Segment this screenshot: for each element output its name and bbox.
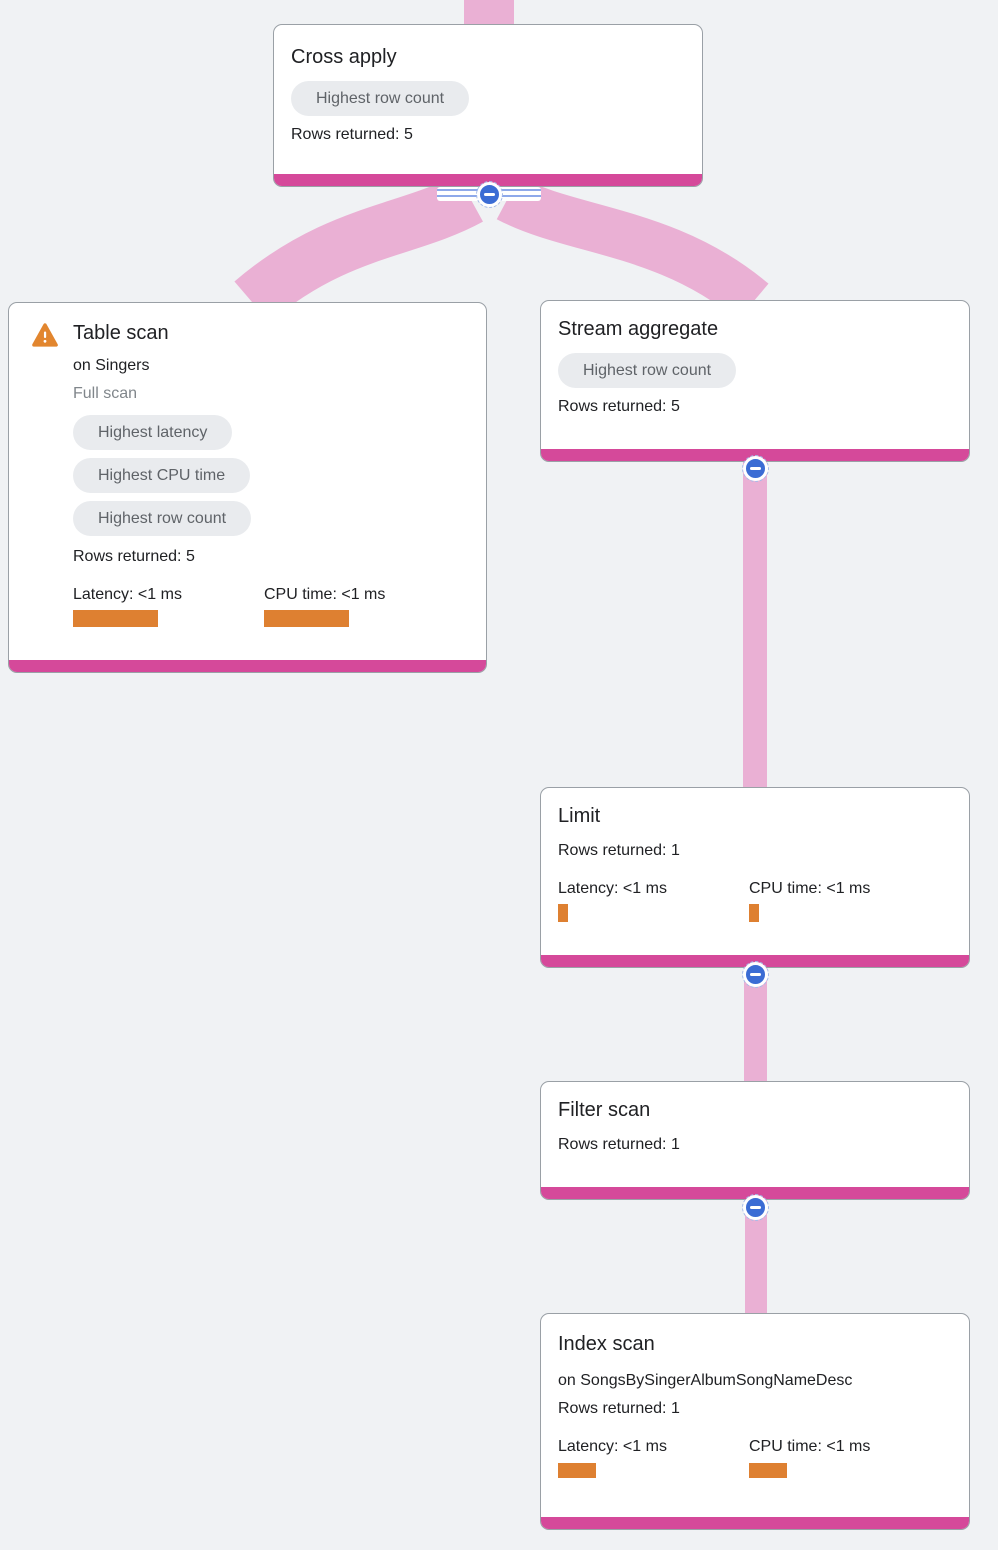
latency-label: Latency: <1 ms xyxy=(558,880,667,897)
minus-icon xyxy=(750,1206,761,1209)
badge-highest-row-count: Highest row count xyxy=(73,501,252,536)
node-bottom-bar xyxy=(541,955,969,967)
latency-bar xyxy=(558,904,568,922)
plan-node-stream-aggregate[interactable]: Stream aggregate Highest row count Rows … xyxy=(540,300,970,462)
collapse-button-limit[interactable] xyxy=(742,961,769,988)
plan-node-filter-scan[interactable]: Filter scan Rows returned: 1 xyxy=(540,1081,970,1200)
node-title: Filter scan xyxy=(558,1099,651,1121)
minus-icon xyxy=(484,193,495,196)
full-scan-label: Full scan xyxy=(73,385,138,402)
plan-node-table-scan[interactable]: Table scan on Singers Full scan Highest … xyxy=(8,302,487,673)
rows-returned-label: Rows returned: 5 xyxy=(291,126,413,143)
latency-bar xyxy=(558,1463,596,1478)
minus-icon xyxy=(750,467,761,470)
node-bottom-bar xyxy=(9,660,486,672)
flow-edge-filter-to-index xyxy=(745,1193,767,1318)
warning-triangle-icon xyxy=(31,322,59,353)
node-title: Stream aggregate xyxy=(558,318,719,340)
badge-highest-cpu-time: Highest CPU time xyxy=(73,458,251,493)
collapse-button-cross-apply[interactable] xyxy=(476,181,503,208)
rows-returned-label: Rows returned: 1 xyxy=(558,1400,680,1417)
flow-edge-limit-to-filter xyxy=(744,958,767,1085)
cpu-time-bar xyxy=(264,610,349,627)
node-bottom-bar xyxy=(541,1517,969,1529)
cpu-time-label: CPU time: <1 ms xyxy=(264,586,386,603)
minus-icon xyxy=(750,973,761,976)
node-title: Table scan xyxy=(73,322,169,344)
rows-returned-label: Rows returned: 1 xyxy=(558,842,680,859)
node-target-label: on Singers xyxy=(73,357,150,374)
flow-edge-cross-to-stream-aggregate xyxy=(496,176,769,321)
latency-bar xyxy=(73,610,158,627)
rows-returned-label: Rows returned: 5 xyxy=(73,548,195,565)
cpu-time-label: CPU time: <1 ms xyxy=(749,1438,871,1455)
node-bottom-bar xyxy=(541,1187,969,1199)
plan-node-cross-apply[interactable]: Cross apply Highest row count Rows retur… xyxy=(273,24,703,187)
node-title: Cross apply xyxy=(291,46,397,68)
latency-label: Latency: <1 ms xyxy=(558,1438,667,1455)
rows-returned-label: Rows returned: 5 xyxy=(558,398,680,415)
node-bottom-bar xyxy=(274,174,702,186)
cpu-time-label: CPU time: <1 ms xyxy=(749,880,871,897)
badge-highest-row-count: Highest row count xyxy=(558,353,737,388)
flow-edge-stream-to-limit xyxy=(743,455,767,792)
flow-edge-cross-to-table-scan xyxy=(234,174,483,323)
node-title: Limit xyxy=(558,805,601,827)
node-title: Index scan xyxy=(558,1333,655,1355)
rows-returned-label: Rows returned: 1 xyxy=(558,1136,680,1153)
cpu-time-bar xyxy=(749,904,759,922)
node-target-label: on SongsBySingerAlbumSongNameDesc xyxy=(558,1372,853,1389)
collapse-button-filter-scan[interactable] xyxy=(742,1194,769,1221)
cpu-time-bar xyxy=(749,1463,787,1478)
latency-label: Latency: <1 ms xyxy=(73,586,182,603)
badge-highest-latency: Highest latency xyxy=(73,415,233,450)
plan-node-limit[interactable]: Limit Rows returned: 1 Latency: <1 ms CP… xyxy=(540,787,970,968)
flow-edge-root xyxy=(464,0,514,28)
node-bottom-bar xyxy=(541,449,969,461)
collapse-button-stream-aggregate[interactable] xyxy=(742,455,769,482)
badge-highest-row-count: Highest row count xyxy=(291,81,470,116)
plan-node-index-scan[interactable]: Index scan on SongsBySingerAlbumSongName… xyxy=(540,1313,970,1530)
